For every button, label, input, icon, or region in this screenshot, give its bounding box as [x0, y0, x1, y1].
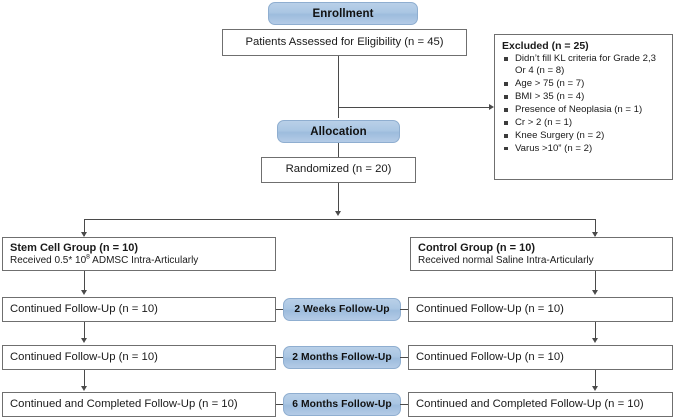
connector-right-row2-arrowhead: [592, 338, 598, 343]
followup-timepoint-label: 2 Months Follow-Up: [292, 352, 392, 363]
followup-left-label: Continued Follow-Up (n = 10): [10, 302, 158, 315]
bullet-icon: [504, 57, 508, 61]
list-item: Varus >10” (n = 2): [502, 143, 665, 155]
assessed-for-eligibility-box: Patients Assessed for Eligibility (n = 4…: [222, 29, 467, 56]
followup-right-box: Continued Follow-Up (n = 10): [408, 297, 673, 322]
connector-split-bar: [84, 219, 596, 220]
excluded-title: Excluded (n = 25): [502, 40, 589, 52]
excluded-box: Excluded (n = 25) Didn’t fill KL criteri…: [494, 34, 673, 180]
connector-row1-left-link: [276, 309, 284, 310]
connector-excluded-arrowhead: [489, 104, 494, 110]
stem-cell-group-detail: Received 0.5* 108 ADMSC Intra-Articularl…: [10, 253, 268, 267]
randomized-label: Randomized (n = 20): [285, 163, 392, 176]
excluded-reason-list: Didn’t fill KL criteria for Grade 2,3 Or…: [502, 53, 665, 156]
followup-timepoint-pill: 2 Weeks Follow-Up: [283, 298, 401, 321]
connector-left-row2-arrowhead: [81, 338, 87, 343]
list-item: Age > 75 (n = 7): [502, 78, 665, 90]
connector-left-row1-arrowhead: [81, 290, 87, 295]
connector-left-row3-arrowhead: [81, 386, 87, 391]
control-group-detail: Received normal Saline Intra-Articularly: [418, 254, 594, 266]
connector-row3-right-link: [400, 404, 409, 405]
connector-allocation-to-randomized: [338, 143, 339, 157]
excluded-reason-label: Knee Surgery (n = 2): [515, 129, 605, 141]
connector-split-left-drop: [84, 219, 85, 236]
stem-cell-dose-suffix: ADMSC Intra-Articularly: [89, 254, 199, 266]
followup-left-label: Continued Follow-Up (n = 10): [10, 350, 158, 363]
connector-right-arm-to-row1: [595, 271, 596, 292]
followup-timepoint-pill: 6 Months Follow-Up: [283, 393, 401, 416]
connector-right-row1-to-row2: [595, 322, 596, 340]
stage-pill-enrollment: Enrollment: [268, 2, 418, 25]
bullet-icon: [504, 146, 508, 151]
stage-pill-allocation-label: Allocation: [310, 125, 367, 138]
excluded-reason-label: Didn’t fill KL criteria for Grade 2,3 Or…: [515, 53, 656, 77]
connector-left-arm-to-row1: [84, 271, 85, 292]
followup-right-label: Continued Follow-Up (n = 10): [416, 350, 564, 363]
control-group-box: Control Group (n = 10) Received normal S…: [410, 237, 673, 271]
followup-left-box: Continued Follow-Up (n = 10): [2, 345, 276, 370]
bullet-icon: [504, 133, 508, 138]
followup-timepoint-label: 6 Months Follow-Up: [292, 399, 392, 410]
followup-right-label: Continued and Completed Follow-Up (n = 1…: [416, 397, 644, 410]
randomized-box: Randomized (n = 20): [261, 157, 416, 183]
connector-right-arm-arrowhead: [592, 232, 598, 237]
connector-right-row3-arrowhead: [592, 386, 598, 391]
followup-left-box: Continued Follow-Up (n = 10): [2, 297, 276, 322]
connector-assessed-to-excluded: [338, 107, 489, 108]
stage-pill-allocation: Allocation: [277, 120, 400, 143]
list-item: Cr > 2 (n = 1): [502, 117, 665, 129]
followup-left-label: Continued and Completed Follow-Up (n = 1…: [10, 397, 238, 410]
connector-split-right-drop: [595, 219, 596, 236]
excluded-reason-label: Age > 75 (n = 7): [515, 78, 585, 90]
stem-cell-group-box: Stem Cell Group (n = 10) Received 0.5* 1…: [2, 237, 276, 271]
list-item: BMI > 35 (n = 4): [502, 91, 665, 103]
bullet-icon: [504, 108, 508, 112]
control-group-title: Control Group (n = 10): [418, 241, 536, 254]
excluded-reason-label: Cr > 2 (n = 1): [515, 116, 573, 128]
bullet-icon: [504, 121, 508, 125]
stem-cell-group-title: Stem Cell Group (n = 10): [10, 241, 139, 254]
followup-timepoint-pill: 2 Months Follow-Up: [283, 346, 401, 369]
connector-right-row1-arrowhead: [592, 290, 598, 295]
list-item: Presence of Neoplasia (n = 1): [502, 104, 665, 116]
followup-right-label: Continued Follow-Up (n = 10): [416, 302, 564, 315]
list-item: Knee Surgery (n = 2): [502, 130, 665, 142]
connector-left-row1-to-row2: [84, 322, 85, 340]
connector-left-arm-arrowhead: [81, 232, 87, 237]
followup-timepoint-label: 2 Weeks Follow-Up: [294, 304, 390, 315]
followup-right-box: Continued and Completed Follow-Up (n = 1…: [408, 392, 673, 417]
connector-randomized-stem: [338, 183, 339, 213]
connector-right-row2-to-row3: [595, 370, 596, 388]
bullet-icon: [504, 82, 508, 87]
stem-cell-dose-prefix: Received 0.5* 10: [10, 254, 87, 266]
connector-row1-right-link: [400, 309, 409, 310]
connector-left-row2-to-row3: [84, 370, 85, 388]
connector-assessed-to-allocation: [338, 56, 339, 118]
connector-row2-right-link: [400, 357, 409, 358]
excluded-reason-label: BMI > 35 (n = 4): [515, 91, 585, 103]
bullet-icon: [504, 95, 508, 99]
list-item: Didn’t fill KL criteria for Grade 2,3 Or…: [502, 53, 665, 78]
connector-row3-left-link: [276, 404, 284, 405]
assessed-for-eligibility-label: Patients Assessed for Eligibility (n = 4…: [245, 35, 444, 48]
stem-cell-dose-exponent: 8: [86, 253, 90, 261]
followup-right-box: Continued Follow-Up (n = 10): [408, 345, 673, 370]
connector-randomized-arrowhead: [335, 211, 341, 216]
connector-row2-left-link: [276, 357, 284, 358]
excluded-reason-label: Presence of Neoplasia (n = 1): [515, 104, 643, 115]
followup-left-box: Continued and Completed Follow-Up (n = 1…: [2, 392, 276, 417]
excluded-reason-label: Varus >10” (n = 2): [515, 142, 593, 154]
stage-pill-enrollment-label: Enrollment: [312, 7, 374, 20]
